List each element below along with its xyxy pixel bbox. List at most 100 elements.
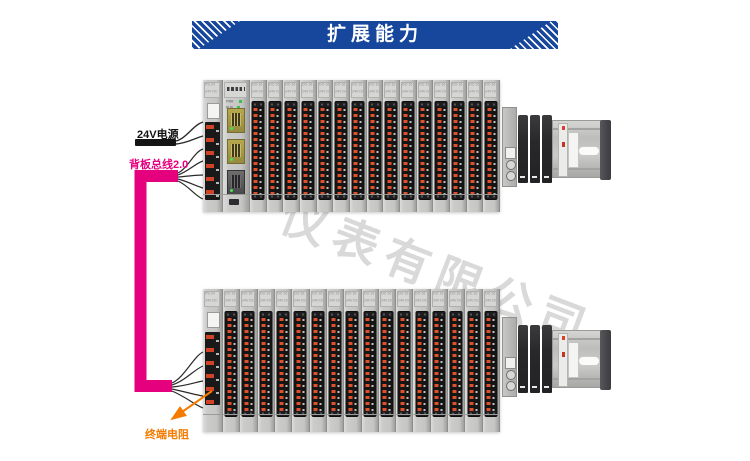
motor-end-cap <box>600 330 611 390</box>
module-label-text: DO 16 <box>363 291 374 296</box>
power-switch <box>207 103 220 119</box>
io-terminal-strip <box>335 102 347 199</box>
io-terminal-strip <box>260 312 272 416</box>
usb-port <box>229 199 239 205</box>
module-label-text: DO 16 <box>276 291 288 296</box>
module-label-text: DO 16 <box>484 291 496 296</box>
module-label-text: 24V DC <box>450 298 463 303</box>
module-label-text: PS 24 <box>205 82 215 87</box>
module-label-text: DO 16 <box>435 82 446 87</box>
io-terminal-strip <box>419 102 431 199</box>
module-label-text: DO 16 <box>225 291 236 296</box>
io-terminal-strip <box>329 312 341 416</box>
module-label-text: 24V DC <box>468 89 481 94</box>
module-label-text: 24V DC <box>435 89 448 94</box>
module-label-text: 24V DC <box>467 298 480 303</box>
module-label-text: 24V DC <box>385 89 398 94</box>
backplane-bus-cable <box>134 148 204 409</box>
module-label-text: 24V DC <box>268 89 281 94</box>
module-label-text: DO 16 <box>294 291 305 296</box>
port-led <box>230 127 233 130</box>
io-terminal-strip <box>433 312 445 416</box>
module-label-text: 24V DC <box>398 298 411 303</box>
io-module-label: DO 16 24V DC <box>345 291 359 307</box>
cpu-led-row: PWR <box>226 99 242 104</box>
module-label-text: DO 16 <box>346 291 357 296</box>
drive-module <box>542 325 552 393</box>
io-terminal-strip <box>242 312 254 416</box>
power-cable-label: 24V电源 <box>137 129 179 141</box>
rj45-jack <box>231 144 241 157</box>
module-label-text: DO 16 <box>415 291 426 296</box>
io-module: DO 16 24V DC <box>400 80 417 212</box>
mount-slot <box>578 356 600 366</box>
drive-assembly-top <box>502 107 612 191</box>
motor-end-cap <box>600 120 611 180</box>
end-module-button <box>506 381 516 391</box>
end-module-display <box>505 357 516 369</box>
power-supply-module: PS 24 24V DC <box>203 80 223 212</box>
module-label-text: DO 16 <box>285 82 296 87</box>
drive-module <box>518 115 528 183</box>
backplane-bus-label: 背板总线2.0 <box>129 159 189 171</box>
module-label-text: 24V DC <box>328 298 342 303</box>
drive-module <box>542 115 552 183</box>
module-label-text: 24V DC <box>225 298 238 303</box>
cpu-led-indicator <box>237 106 241 109</box>
module-label-text: 24V DC <box>205 298 218 303</box>
io-terminal-strip <box>468 312 480 416</box>
cpu-led-row: RUN <box>226 105 241 110</box>
module-label-text: DO 16 <box>252 82 263 87</box>
io-terminal-strip <box>398 312 410 416</box>
io-terminal-strip <box>381 312 393 416</box>
module-label-text: DO 16 <box>402 82 413 87</box>
io-terminal-strip <box>450 312 462 416</box>
module-label-text: 24V DC <box>415 298 428 303</box>
module-label-text: 24V DC <box>205 89 218 94</box>
io-terminal-strip <box>469 102 481 199</box>
io-terminal-strip <box>252 102 264 199</box>
ethernet-port <box>227 170 245 195</box>
module-label-text: 24V DC <box>484 298 497 303</box>
io-terminal-strip <box>452 102 464 199</box>
module-label-text: 24V DC <box>402 89 414 94</box>
module-label-text: 24V DC <box>346 298 359 303</box>
module-label-text: 24V DC <box>380 298 394 303</box>
module-label-text: DO 16 <box>418 82 430 87</box>
module-label-text: DO 16 <box>380 291 392 296</box>
io-module-label: DO 16 24V DC <box>483 291 497 307</box>
cpu-led-indicator <box>238 100 242 103</box>
end-module-button <box>506 160 516 170</box>
io-terminal-strip <box>485 312 497 416</box>
terminal-resistor-label: 终端电阻 <box>145 429 189 441</box>
bus-end-module <box>502 107 517 187</box>
module-label-text: DO 16 <box>452 82 463 87</box>
cpu-module-label <box>224 82 247 98</box>
module-label-text: 24V DC <box>318 89 331 94</box>
module-label-text: DO 16 <box>352 82 363 87</box>
drive-assembly-bottom <box>502 317 612 401</box>
